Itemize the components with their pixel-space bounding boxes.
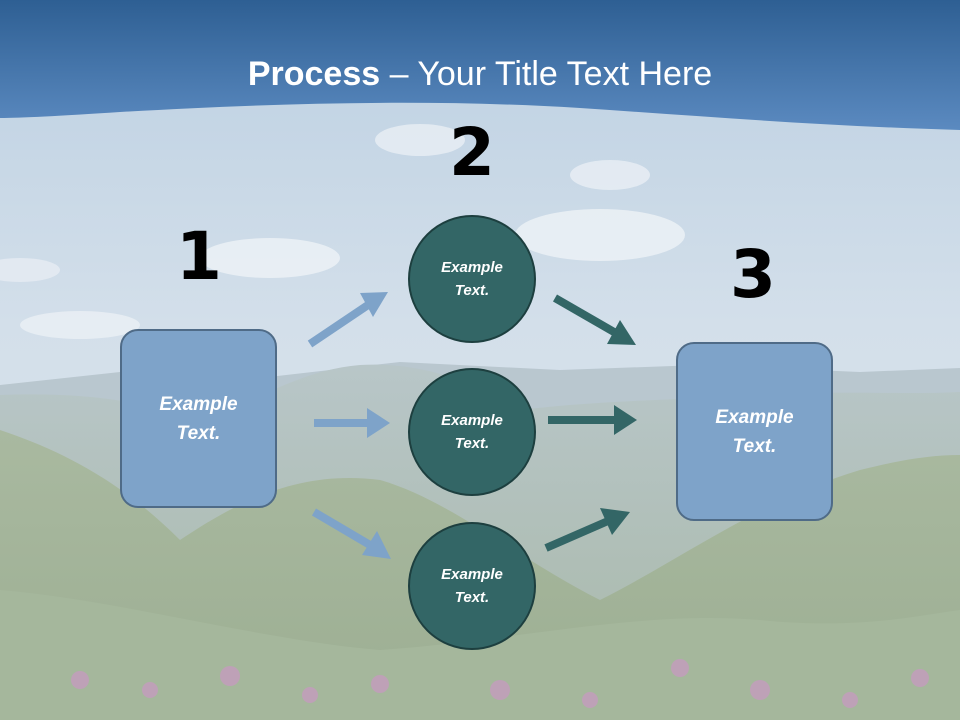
title-bold: Process [247,55,381,93]
step-1-text-line1: Example [159,393,238,415]
circle-bottom-line1: Example [441,566,503,583]
step-3-box: Example Text. [676,342,833,521]
circle-bottom-line2: Text. [454,589,490,606]
step-2-circle-bottom: Example Text. [408,522,536,650]
arrow-top-to-3 [553,294,636,345]
arrow-bottom-to-3 [544,508,630,552]
arrow-middle-to-3 [548,405,637,435]
arrow-1-to-middle [314,408,390,438]
step-number-1: 1 [176,218,222,295]
circle-middle-line2: Text. [454,435,490,452]
step-2-circle-top: Example Text. [408,215,536,343]
circle-top-line2: Text. [454,282,490,299]
arrow-1-to-top [307,292,388,348]
circle-middle-line1: Example [441,412,503,429]
step-1-box: Example Text. [120,329,277,508]
step-number-3: 3 [730,236,776,313]
arrow-1-to-bottom [311,508,391,559]
step-number-2: 2 [449,114,495,191]
title-rest: – Your Title Text Here [380,55,713,93]
step-2-circle-middle: Example Text. [408,368,536,496]
circle-top-line1: Example [441,259,503,276]
step-1-text-line2: Text. [176,422,221,444]
step-3-text-line1: Example [715,406,794,428]
step-3-text-line2: Text. [732,435,777,457]
slide-title: Process – Your Title Text Here [0,52,960,96]
